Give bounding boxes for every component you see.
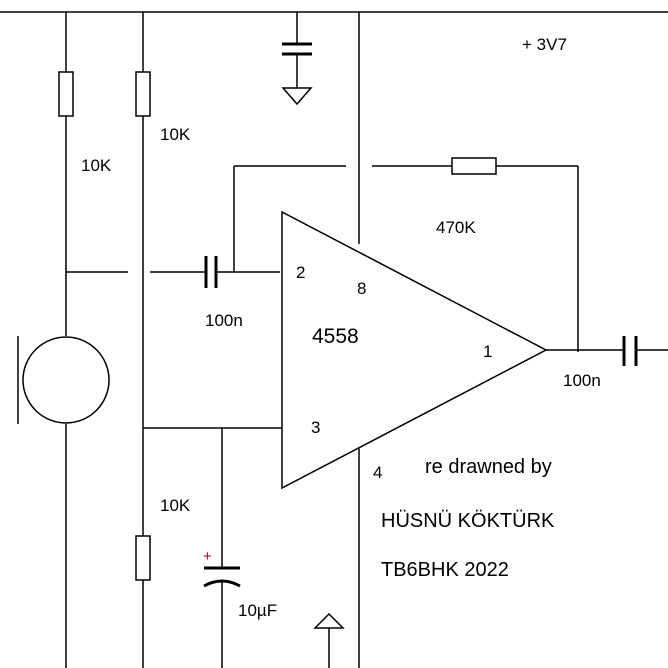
feedback-path <box>233 165 579 352</box>
pin-1-label: 1 <box>483 342 492 361</box>
ground-arrow-icon <box>313 612 345 668</box>
label-c-input: 100n <box>205 311 243 330</box>
credit-line-1: re drawned by <box>425 456 552 478</box>
resistor-divider-top <box>135 71 151 117</box>
mic-bias-branch <box>65 12 128 668</box>
ground-icon <box>281 87 313 106</box>
resistor-mic-bias <box>58 71 74 117</box>
label-r-divider-bottom: 10K <box>160 496 191 515</box>
pin-4-label: 4 <box>373 463 382 482</box>
label-r-divider-top: 10K <box>160 125 191 144</box>
label-r-mic-bias: 10K <box>81 156 112 175</box>
polarity-mark: + <box>203 548 212 565</box>
microphone-icon <box>17 336 110 424</box>
credit-line-2: HÜSNÜ KÖKTÜRK <box>381 510 555 532</box>
opamp-part-number: 4558 <box>312 325 359 348</box>
pin-2-label: 2 <box>296 263 305 282</box>
opamp-body <box>281 210 548 490</box>
resistor-feedback <box>451 157 497 175</box>
label-r-feedback: 470K <box>436 218 476 237</box>
label-c-output: 100n <box>563 371 601 390</box>
capacitor-input <box>204 256 218 288</box>
resistor-divider-bottom <box>135 535 151 581</box>
label-c-filter: 10µF <box>238 601 277 620</box>
credit-line-3: TB6BHK 2022 <box>381 559 509 581</box>
divider-branch <box>142 12 282 668</box>
pin-3-label: 3 <box>311 418 320 437</box>
capacitor-decoupling <box>282 12 312 88</box>
pin-8-label: 8 <box>357 279 366 298</box>
capacitor-filter <box>203 566 241 588</box>
supply-label: + 3V7 <box>522 35 567 54</box>
capacitor-output <box>622 336 638 366</box>
